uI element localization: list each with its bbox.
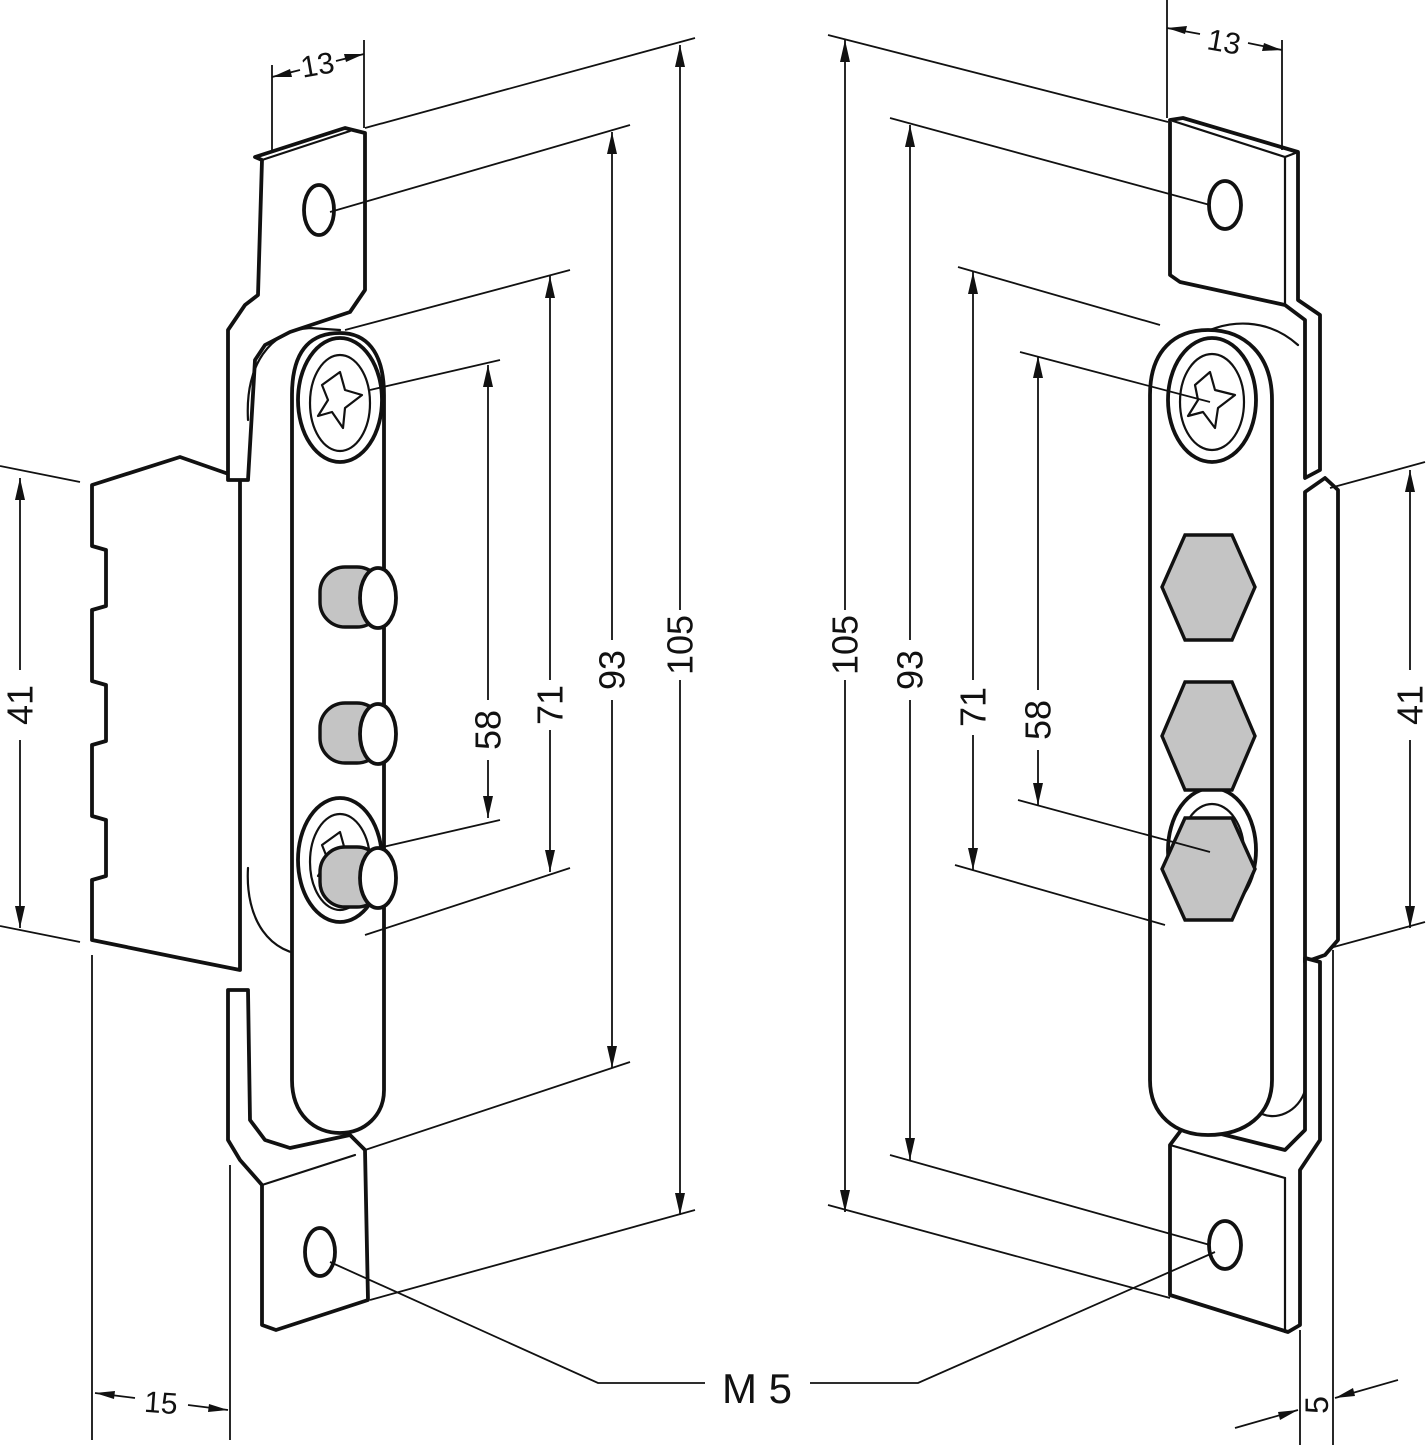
- dim-105-right: 105: [825, 615, 866, 675]
- right-hex-pin-1: [1160, 533, 1257, 642]
- dim-58-left: 58: [468, 710, 509, 750]
- dim-93-right: 93: [890, 650, 931, 690]
- dim-15: 15: [143, 1386, 179, 1421]
- left-bottom-hole: [303, 1226, 337, 1278]
- right-hex-pin-2: [1160, 680, 1257, 792]
- dimension-labels: 13 13 41 58 71 93 105 105 93 71 58 41 15…: [0, 23, 1428, 1421]
- left-hinge-part: [90, 126, 398, 1332]
- left-body-plate: [90, 455, 242, 972]
- right-body-plate: [1303, 476, 1340, 964]
- dim-13-left: 13: [298, 46, 337, 84]
- right-bottom-hole: [1207, 1219, 1243, 1271]
- dim-5: 5: [1299, 1396, 1335, 1414]
- left-pin-3: [318, 845, 398, 910]
- thread-label: M 5: [722, 1365, 792, 1412]
- dim-93-left: 93: [592, 650, 633, 690]
- dim-105-left: 105: [660, 615, 701, 675]
- dim-58-right: 58: [1018, 700, 1059, 740]
- right-lower-bracket: [1168, 956, 1322, 1334]
- right-top-screw: [1166, 336, 1258, 464]
- right-hex-pin-3: [1160, 816, 1257, 922]
- dim-71-left: 71: [530, 685, 571, 725]
- left-pin-2: [318, 701, 398, 766]
- dim-13-right: 13: [1205, 23, 1244, 61]
- right-top-hole: [1207, 179, 1243, 231]
- left-top-screw: [296, 336, 384, 464]
- right-hinge-part: [1148, 116, 1340, 1334]
- left-top-hole: [302, 183, 336, 237]
- dim-41-left: 41: [0, 685, 41, 725]
- left-pin-1: [318, 565, 398, 630]
- dim-71-right: 71: [953, 687, 994, 727]
- dim-41-right: 41: [1390, 685, 1428, 725]
